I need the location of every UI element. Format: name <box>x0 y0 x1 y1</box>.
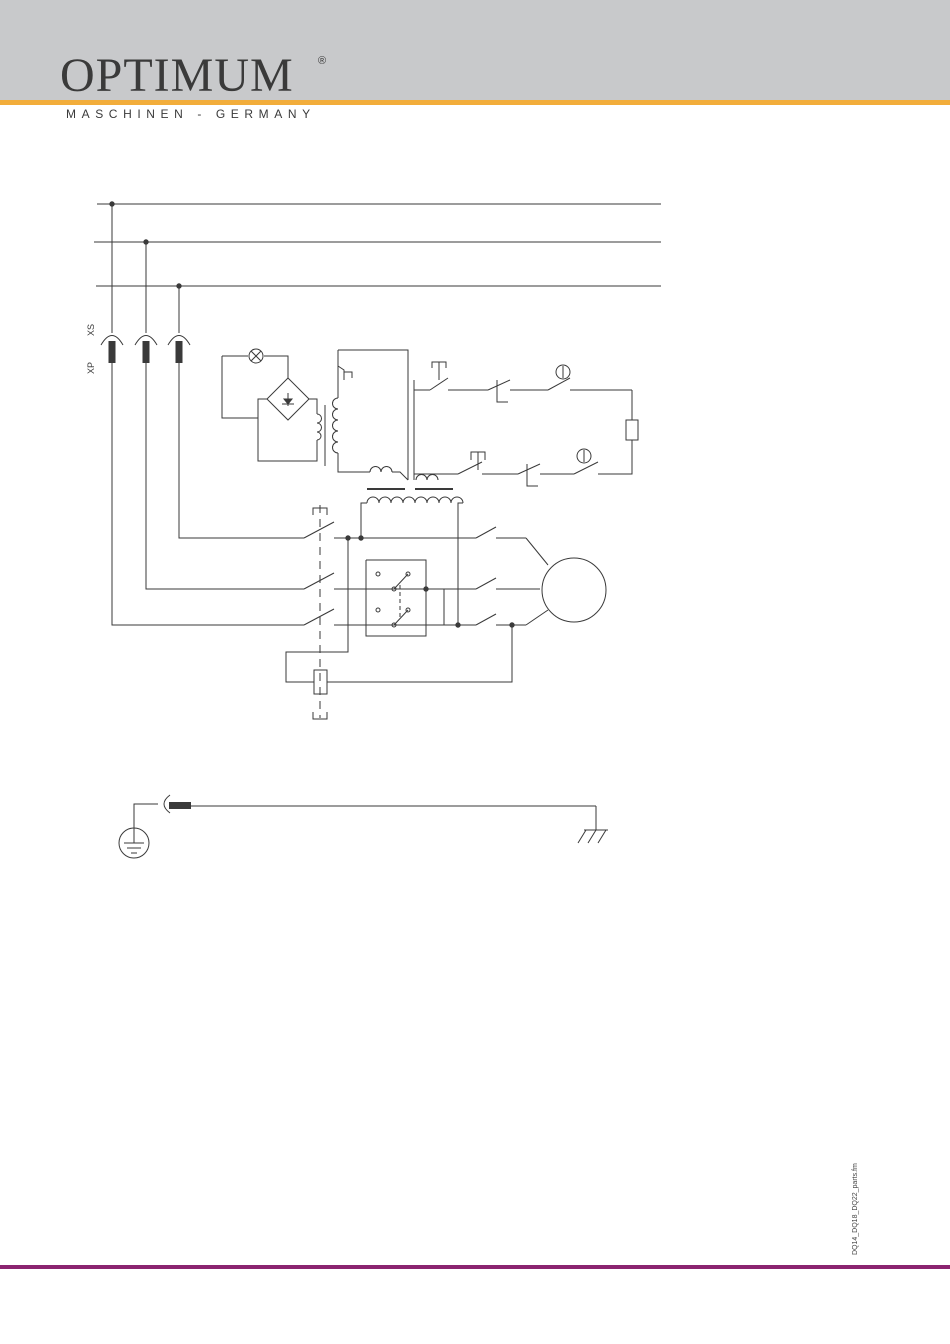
supply-bus <box>94 204 661 286</box>
motor-circuit <box>346 527 606 636</box>
control-transformer <box>333 350 464 625</box>
main-switch <box>304 505 360 719</box>
phase-conductors <box>112 363 304 625</box>
plug-connector <box>101 336 190 364</box>
control-circuit <box>414 362 638 486</box>
connector-xs-label: XS <box>86 324 96 336</box>
file-reference: DQ14_DQ18_DQ22_parts.fm <box>852 1163 859 1255</box>
footer-stripe <box>0 1265 950 1269</box>
connector-xp-label: XP <box>86 362 96 374</box>
brake-rectifier-circuit <box>222 349 325 466</box>
protective-earth <box>119 795 608 858</box>
supply-drops <box>110 202 181 333</box>
